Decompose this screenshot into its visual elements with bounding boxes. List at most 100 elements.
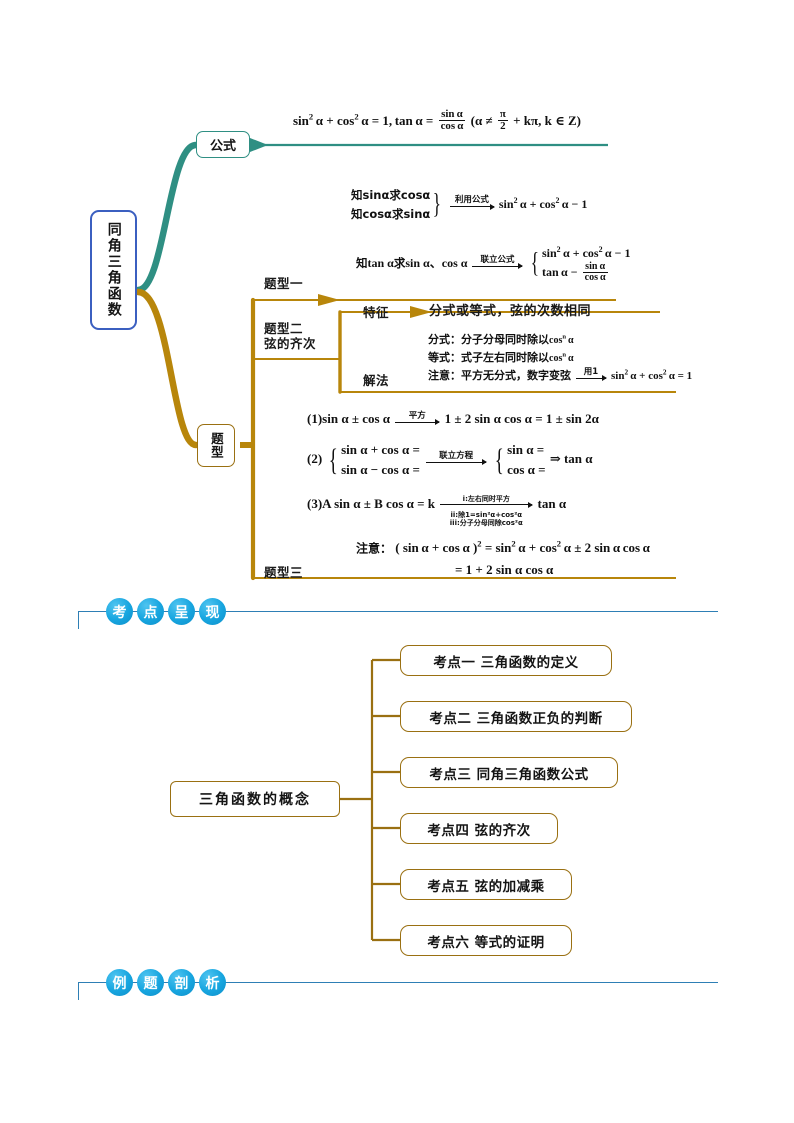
sub-label-method: 解法	[363, 373, 390, 388]
type-one-row1-a: 知sinα求cosα	[351, 188, 431, 202]
keypoint-box-5-label: 考点五 弦的加减乘	[427, 878, 545, 895]
banner-tick	[78, 611, 80, 629]
keypoint-box-4[interactable]: 考点四 弦的齐次	[400, 813, 558, 844]
type-three-item-1-no: (1)	[307, 411, 323, 426]
feature-text: 分式或等式，弦的次数相同	[429, 304, 592, 319]
banner-chip-group: 考 点 呈 现	[106, 592, 226, 625]
method-line-2-tail: cosn α	[549, 351, 574, 364]
concept-node-trig-function[interactable]: 三角函数的概念	[170, 781, 340, 817]
keypoint-box-5[interactable]: 考点五 弦的加减乘	[400, 869, 572, 900]
root-node-label: 同角三角函数	[105, 222, 122, 318]
banner-chip: 剖	[168, 969, 195, 996]
keypoint-box-1-label: 考点一 三角函数的定义	[433, 654, 579, 671]
banner-rule	[78, 982, 718, 984]
branch-node-formula[interactable]: 公式	[196, 131, 250, 158]
type-three-item-2: (2) { sin α + cos α = sin α − cos α = 联立…	[307, 442, 593, 478]
banner-chip: 题	[137, 969, 164, 996]
type-three-item-1-arrow: 平方	[395, 410, 441, 429]
type-three-item-2-arrow-label: 联立方程	[439, 450, 474, 461]
type-one-arrow-simultaneous: 联立公式	[472, 254, 524, 273]
type-one-row2-tail: sin α、cos α	[405, 256, 468, 271]
type-one-row-group: 知sinα求cosα 知cosα求sinα } 利用公式 sin2 α + co…	[351, 188, 588, 221]
type-one-row2-qiu: 求	[393, 256, 406, 271]
method-line-1-text: 分子分母同时除以	[461, 333, 549, 346]
method-line-1-tail: cosn α	[549, 333, 574, 346]
branch-label-type-two: 题型二 弦的齐次	[264, 321, 317, 352]
type-three-item-1: (1)sin α ± cos α 平方 1 ± 2 sin α cos α = …	[307, 411, 599, 429]
section-banner-example-analysis: 例 题 剖 析	[78, 963, 718, 1003]
branch-node-formula-label: 公式	[209, 139, 236, 154]
banner-chip: 点	[137, 598, 164, 625]
branch-label-type-one: 题型一	[264, 276, 304, 291]
method-line-3-key: 注意：	[428, 369, 461, 382]
type-three-item-1-rhs: 1 ± 2 sin α cos α = 1 ± sin 2α	[444, 411, 599, 426]
type-three-note-line-2: = 1 + 2 sin α cos α	[455, 562, 554, 577]
type-one-row1-b: 知cosα求sinα	[351, 206, 431, 221]
method-line-1-key: 分式：	[428, 333, 461, 346]
method-line-2: 等式：式子左右同时除以cosn α	[428, 349, 574, 365]
type-one-row1-result: sin2 α + cos2 α − 1	[498, 195, 588, 211]
keypoint-box-6-label: 考点六 等式的证明	[427, 934, 545, 951]
type-one-row2-lead: 知	[356, 256, 368, 271]
method-line-3: 注意：平方无分式，数字变弦 用1 sin2 α + cos2 α = 1	[428, 367, 692, 385]
banner-rule	[78, 611, 718, 613]
keypoint-box-2[interactable]: 考点二 三角函数正负的判断	[400, 701, 632, 732]
type-three-item-3: (3)A sin α ± B cos α = k i:左右同时平方 ii:除1=…	[307, 495, 567, 528]
method-line-1: 分式：分子分母同时除以cosn α	[428, 331, 574, 347]
banner-chip-group: 例 题 剖 析	[106, 963, 226, 996]
sub-label-feature: 特征	[363, 305, 390, 320]
banner-chip: 呈	[168, 598, 195, 625]
root-node-same-angle-trig[interactable]: 同角三角函数	[90, 210, 137, 330]
branch-node-problem-type[interactable]: 题型	[197, 424, 235, 467]
type-three-item-3-note-iii: iii:分子分母同除cos²α	[449, 519, 523, 528]
keypoint-box-3[interactable]: 考点三 同角三角函数公式	[400, 757, 618, 788]
banner-tick	[78, 982, 80, 1000]
type-one-row2-mid: tan α	[367, 256, 394, 271]
keypoint-box-6[interactable]: 考点六 等式的证明	[400, 925, 572, 956]
branch-node-problem-type-label: 题型	[208, 432, 224, 459]
banner-chip: 例	[106, 969, 133, 996]
type-three-item-2-arrow: 联立方程	[426, 450, 488, 469]
type-three-item-2-no: (2)	[307, 451, 323, 467]
type-three-item-3-rhs: tan α	[537, 496, 567, 511]
type-one-row2-arrow-label: 联立公式	[480, 254, 515, 265]
concept-node-label: 三角函数的概念	[199, 792, 311, 808]
banner-chip: 析	[199, 969, 226, 996]
type-three-item-2-r1: sin α =	[507, 442, 545, 457]
type-three-item-3-note-ii: ii:除1=sin²α+cos²α	[450, 511, 523, 520]
type-three-item-3-lhs: A sin α ± B cos α = k	[322, 496, 436, 511]
type-one-row2-group: 知tan α求sin α、cos α 联立公式 { sin2 α + cos2 …	[356, 245, 631, 284]
type-three-item-2-tail: ⇒ tan α	[549, 451, 593, 467]
type-three-note-line-1: 注意： ( sin α + cos α )2 = sin2 α + cos2 α…	[356, 539, 650, 556]
type-three-item-3-no: (3)	[307, 496, 323, 511]
banner-chip: 考	[106, 598, 133, 625]
keypoint-box-2-label: 考点二 三角函数正负的判断	[429, 710, 603, 727]
method-line-3-text: 平方无分式，数字变弦	[461, 369, 571, 382]
method-line-3-result: sin2 α + cos2 α = 1	[611, 368, 693, 382]
type-one-arrow-label: 利用公式	[454, 195, 489, 206]
type-three-item-2-r2: cos α =	[507, 462, 546, 478]
keypoint-box-3-label: 考点三 同角三角函数公式	[429, 766, 589, 783]
method-line-3-arrow-label: 用1	[583, 366, 599, 377]
type-three-item-2-l2: sin α − cos α =	[341, 462, 420, 478]
section-banner-exam-points: 考 点 呈 现	[78, 592, 718, 632]
type-three-item-3-arrow: i:左右同时平方 ii:除1=sin²α+cos²α iii:分子分母同除cos…	[440, 495, 534, 528]
method-line-3-arrow: 用1	[576, 366, 607, 385]
type-one-row2-res1: sin2 α + cos2 α − 1	[541, 245, 631, 260]
type-three-note-key: 注意：	[356, 541, 393, 556]
banner-chip: 现	[199, 598, 226, 625]
type-one-arrow-use-formula: 利用公式	[449, 195, 495, 213]
keypoint-box-1[interactable]: 考点一 三角函数的定义	[400, 645, 612, 676]
keypoint-box-4-label: 考点四 弦的齐次	[427, 822, 531, 839]
type-three-item-1-lhs: sin α ± cos α	[322, 411, 391, 426]
type-three-item-2-l1: sin α + cos α =	[341, 442, 420, 457]
method-line-2-text: 式子左右同时除以	[461, 351, 549, 364]
branch-label-type-three: 题型三	[264, 565, 304, 580]
type-three-item-1-arrow-label: 平方	[408, 410, 426, 421]
type-three-item-3-note-i: i:左右同时平方	[462, 495, 510, 503]
